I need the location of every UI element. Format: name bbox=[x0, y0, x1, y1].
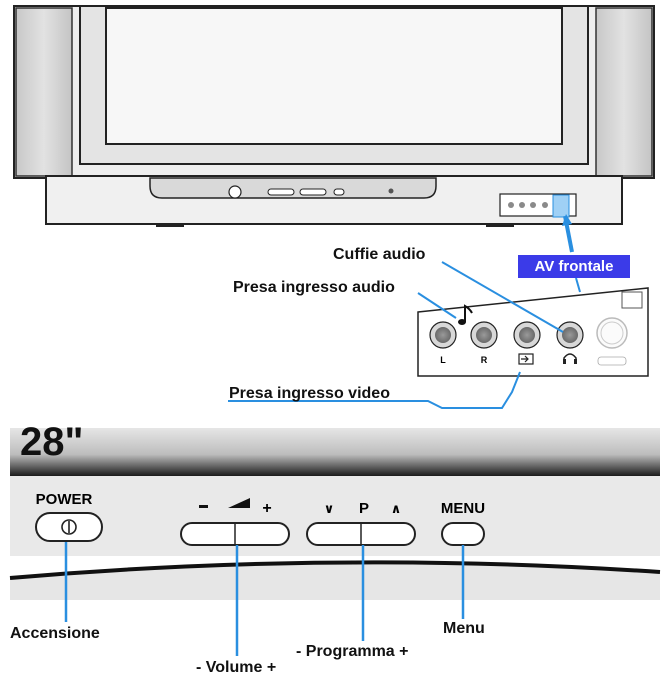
menu-panel-label: MENU bbox=[441, 500, 485, 517]
headphones-label: Cuffie audio bbox=[333, 246, 426, 263]
audio-input-label: Presa ingresso audio bbox=[233, 279, 395, 296]
power-label: POWER bbox=[36, 491, 93, 508]
mini-menu-button bbox=[333, 188, 345, 196]
music-note-icon bbox=[458, 304, 473, 325]
headphone-jack-core bbox=[562, 327, 578, 343]
control-strip bbox=[149, 177, 437, 199]
jack-label-r: R bbox=[481, 355, 488, 365]
video-jack-core bbox=[519, 327, 535, 343]
av-panel-zoom: L R bbox=[417, 287, 649, 377]
av-frontale-badge: AV frontale bbox=[518, 255, 630, 278]
left-speaker bbox=[15, 7, 73, 177]
screen-size-label: 28" bbox=[20, 420, 84, 464]
video-input-icon bbox=[518, 353, 534, 365]
svideo-label bbox=[597, 356, 627, 366]
av-panel-corner bbox=[621, 291, 643, 309]
callout-lines-top bbox=[228, 261, 581, 409]
mini-jack-v bbox=[530, 202, 536, 208]
mini-program-button bbox=[299, 188, 327, 196]
av-arrow-head bbox=[562, 214, 572, 226]
tv-foot-left bbox=[156, 223, 184, 227]
volume-caption: - Volume + bbox=[196, 659, 277, 676]
program-up-icon: ∧ bbox=[391, 502, 402, 517]
panel-curve-line bbox=[9, 560, 661, 580]
video-input-label: Presa ingresso video bbox=[229, 385, 390, 402]
volume-minus-icon bbox=[199, 505, 208, 508]
audio-jack-left-core bbox=[435, 327, 451, 343]
callout-lines-bottom bbox=[64, 542, 465, 656]
panel-lower-curve bbox=[10, 562, 660, 600]
program-p-label: P bbox=[359, 500, 369, 517]
av-badge-callout-line bbox=[575, 277, 581, 293]
tv-screen bbox=[105, 7, 563, 145]
mini-volume-button bbox=[267, 188, 295, 196]
audio-input-callout-line bbox=[417, 292, 457, 319]
headphones-callout-line bbox=[441, 261, 564, 333]
control-panel: POWER + ∨ P ∧ MENU bbox=[9, 428, 661, 600]
volume-plus-icon: + bbox=[262, 500, 271, 517]
right-speaker bbox=[595, 7, 653, 177]
jack-label-l: L bbox=[440, 355, 446, 365]
mini-jack-l bbox=[508, 202, 514, 208]
menu-caption: Menu bbox=[443, 620, 485, 637]
power-icon bbox=[61, 519, 77, 535]
mini-led bbox=[388, 188, 394, 194]
program-caption: - Programma + bbox=[296, 643, 409, 660]
headphone-icon bbox=[563, 353, 577, 364]
audio-jack-right-core bbox=[476, 327, 492, 343]
mini-power-button-icon bbox=[228, 185, 242, 199]
mini-jack-hp bbox=[542, 202, 548, 208]
mini-jack-r bbox=[519, 202, 525, 208]
tv-front bbox=[13, 5, 655, 227]
menu-button[interactable] bbox=[441, 522, 485, 546]
mini-av-highlight bbox=[552, 194, 570, 218]
panel-top-bar bbox=[10, 428, 660, 476]
video-input-callout-line bbox=[228, 371, 521, 409]
tv-foot-right bbox=[486, 223, 514, 227]
power-on-label: Accensione bbox=[10, 625, 100, 642]
svideo-jack-inner bbox=[600, 321, 624, 345]
program-down-icon: ∨ bbox=[324, 502, 335, 517]
volume-ramp-icon bbox=[228, 498, 250, 508]
